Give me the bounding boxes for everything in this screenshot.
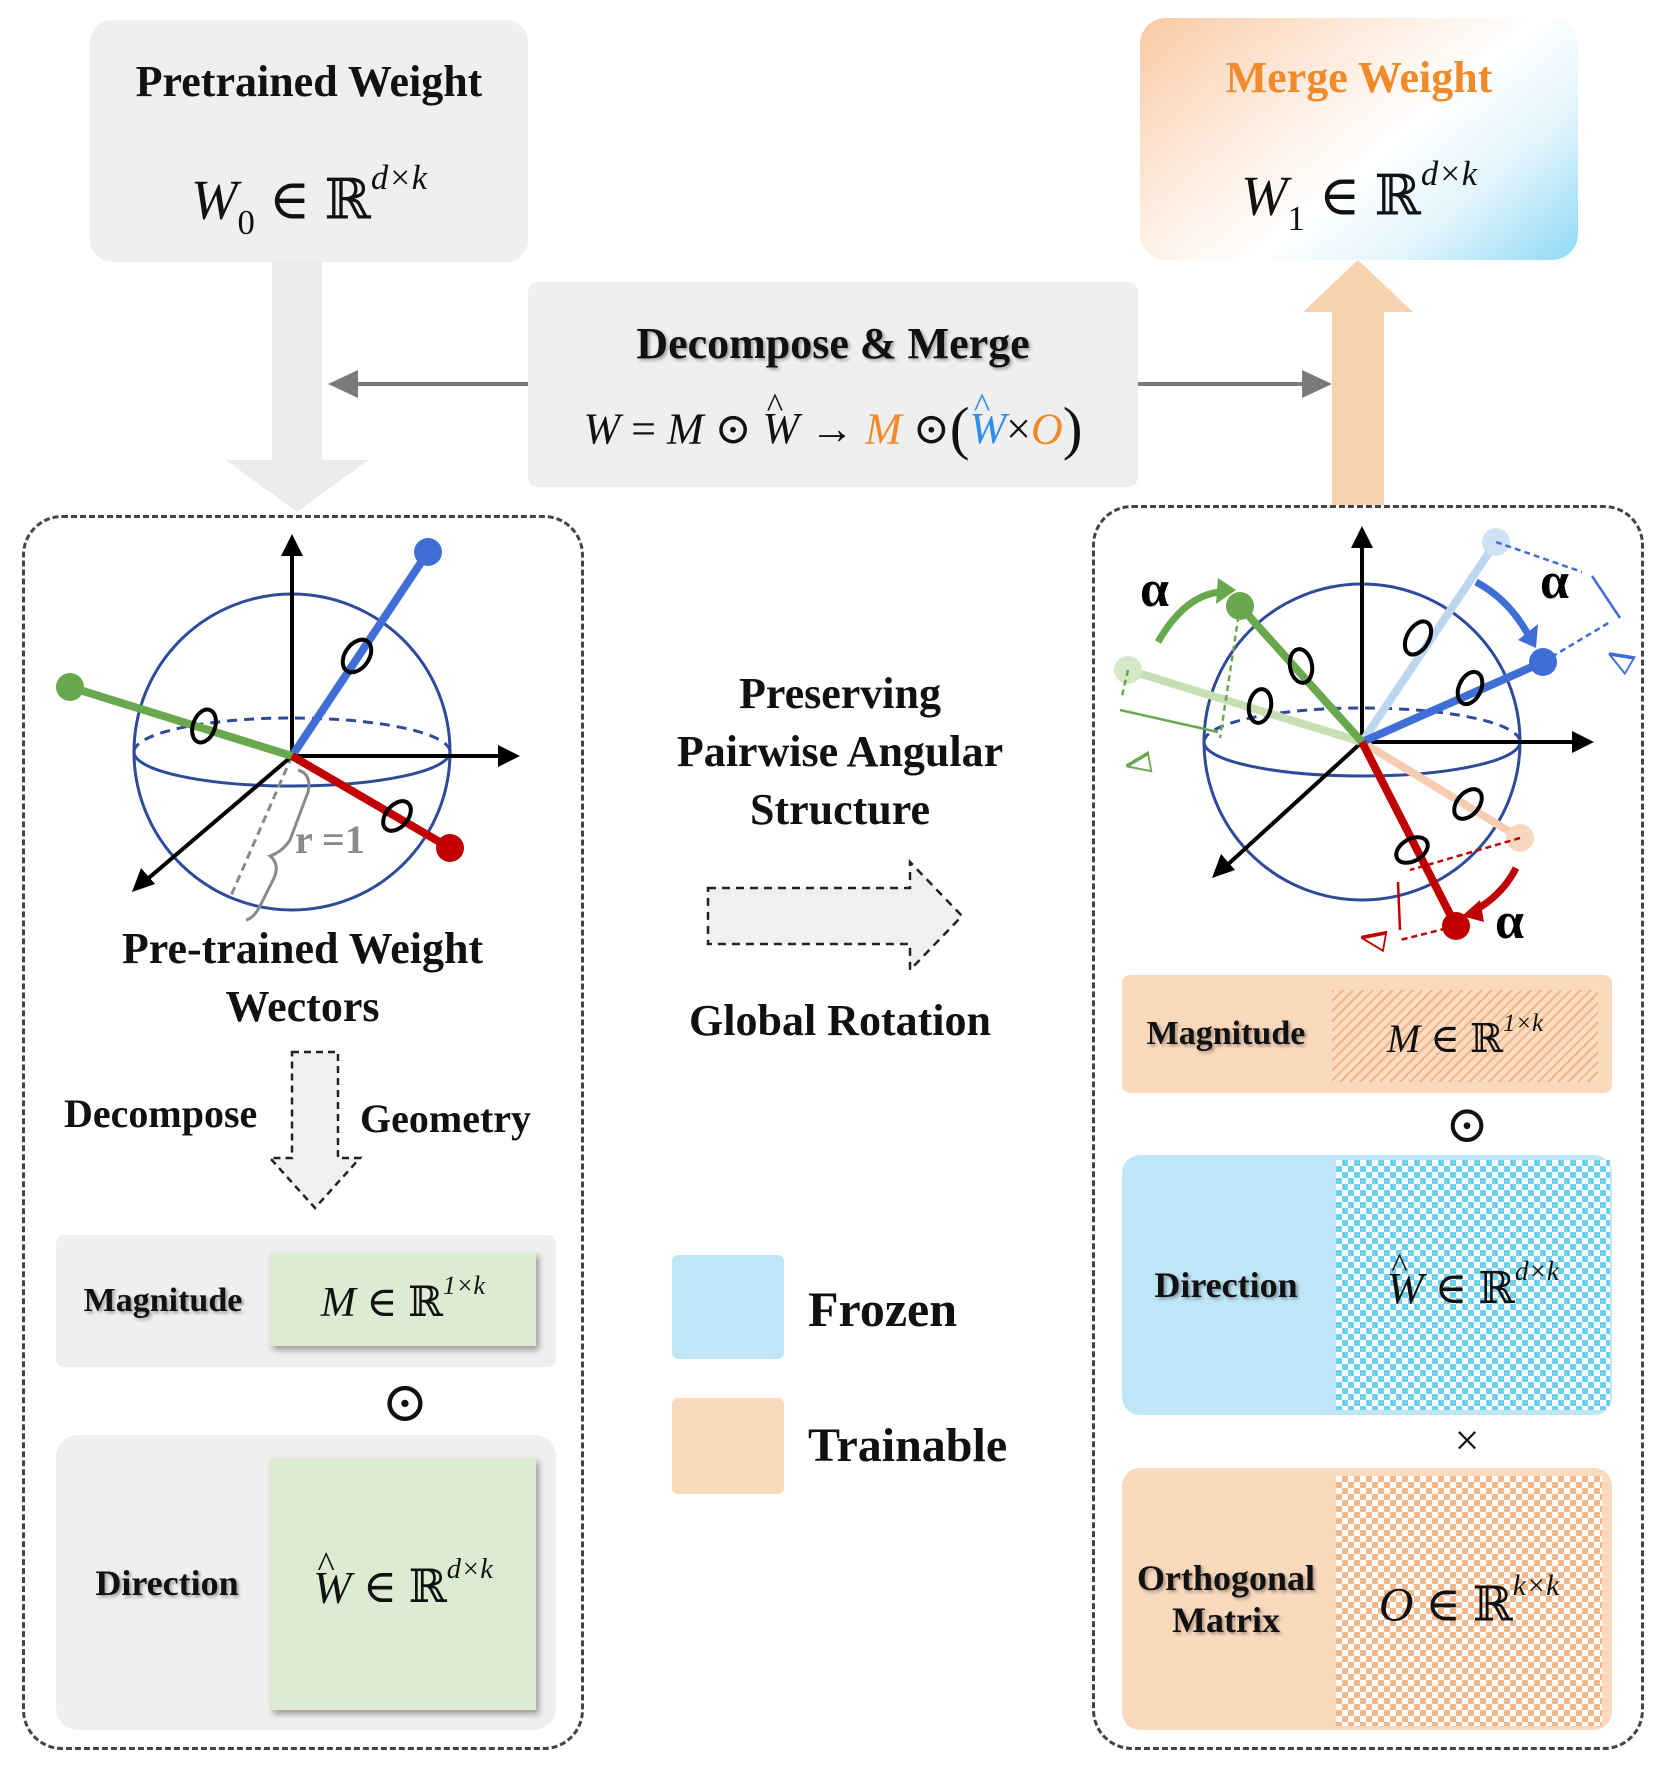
global-rotation-label: Global Rotation <box>689 996 991 1045</box>
global-rotation-arrow <box>706 858 964 974</box>
blue-vector-end <box>414 538 442 566</box>
right-sphere-diagram: α α α Δ Δ Δ <box>1114 526 1645 955</box>
legend-trainable-swatch <box>672 1398 784 1494</box>
right-magnitude-label: Magnitude <box>1146 1015 1306 1052</box>
legend-frozen-label: Frozen <box>808 1281 958 1337</box>
left-arrow-decompose <box>328 370 358 398</box>
merge-weight-title: Merge Weight <box>1225 53 1493 102</box>
pretrained-weight-box: Pretrained Weight W0 ∈ ℝd×k <box>90 20 528 262</box>
decompose-merge-box: Decompose & Merge W = M ⊙ W^ → M ⊙(W^×O) <box>528 282 1138 487</box>
right-direction-cell: W^ ∈ ℝd×k <box>1336 1160 1610 1410</box>
green-vector-end <box>56 673 84 701</box>
legend-frozen-swatch <box>672 1255 784 1359</box>
right-orthogonal-label: Orthogonal Matrix <box>1136 1558 1315 1640</box>
w0-formula: W0 ∈ ℝd×k <box>190 158 428 243</box>
left-magnitude-label: Magnitude <box>83 1282 243 1319</box>
right-orthogonal-cell: O ∈ ℝk×k <box>1336 1476 1602 1726</box>
right-times: × <box>1454 1416 1480 1465</box>
left-panel <box>22 515 584 1750</box>
left-sphere-diagram: r =1 <box>56 534 520 922</box>
alpha-green: α <box>1140 561 1169 618</box>
up-arrow-merge <box>1303 260 1413 505</box>
left-magnitude-cell: M ∈ ℝ1×k <box>270 1252 536 1346</box>
right-magnitude-cell: M ∈ ℝ1×k <box>1332 990 1598 1082</box>
alpha-blue: α <box>1540 553 1569 610</box>
left-direction-cell: W^ ∈ ℝd×k <box>270 1458 536 1710</box>
delta-red: Δ <box>1353 924 1397 955</box>
radius-label: r =1 <box>295 817 365 862</box>
pretrained-vectors-label: Pre-trained Weight Wectors <box>121 924 484 1031</box>
decompose-down-arrow <box>267 1050 363 1210</box>
right-arrow-decompose <box>1302 370 1332 398</box>
decompose-merge-equation: W = M ⊙ W^ → M ⊙(W^×O) <box>583 386 1083 461</box>
left-odot: ⊙ <box>381 1372 429 1434</box>
right-panel <box>1092 505 1644 1750</box>
left-direction-label: Direction <box>95 1562 239 1603</box>
down-arrow-pretrained <box>226 262 368 512</box>
preserving-label: Preserving Pairwise Angular Structure <box>676 669 1004 834</box>
w1-formula: W1 ∈ ℝd×k <box>1240 154 1478 239</box>
merge-weight-box: Merge Weight W1 ∈ ℝd×k <box>1140 18 1578 260</box>
decompose-label: Decompose <box>64 1091 258 1136</box>
alpha-red: α <box>1495 893 1524 950</box>
legend-trainable-label: Trainable <box>808 1419 1008 1472</box>
pretrained-weight-title: Pretrained Weight <box>135 57 483 106</box>
decompose-merge-title: Decompose & Merge <box>636 319 1030 368</box>
delta-blue: Δ <box>1598 640 1645 681</box>
right-odot: ⊙ <box>1445 1097 1489 1154</box>
right-direction-label: Direction <box>1154 1265 1298 1305</box>
delta-green: Δ <box>1118 748 1162 779</box>
red-vector-end <box>436 834 464 862</box>
geometry-label: Geometry <box>360 1096 532 1141</box>
